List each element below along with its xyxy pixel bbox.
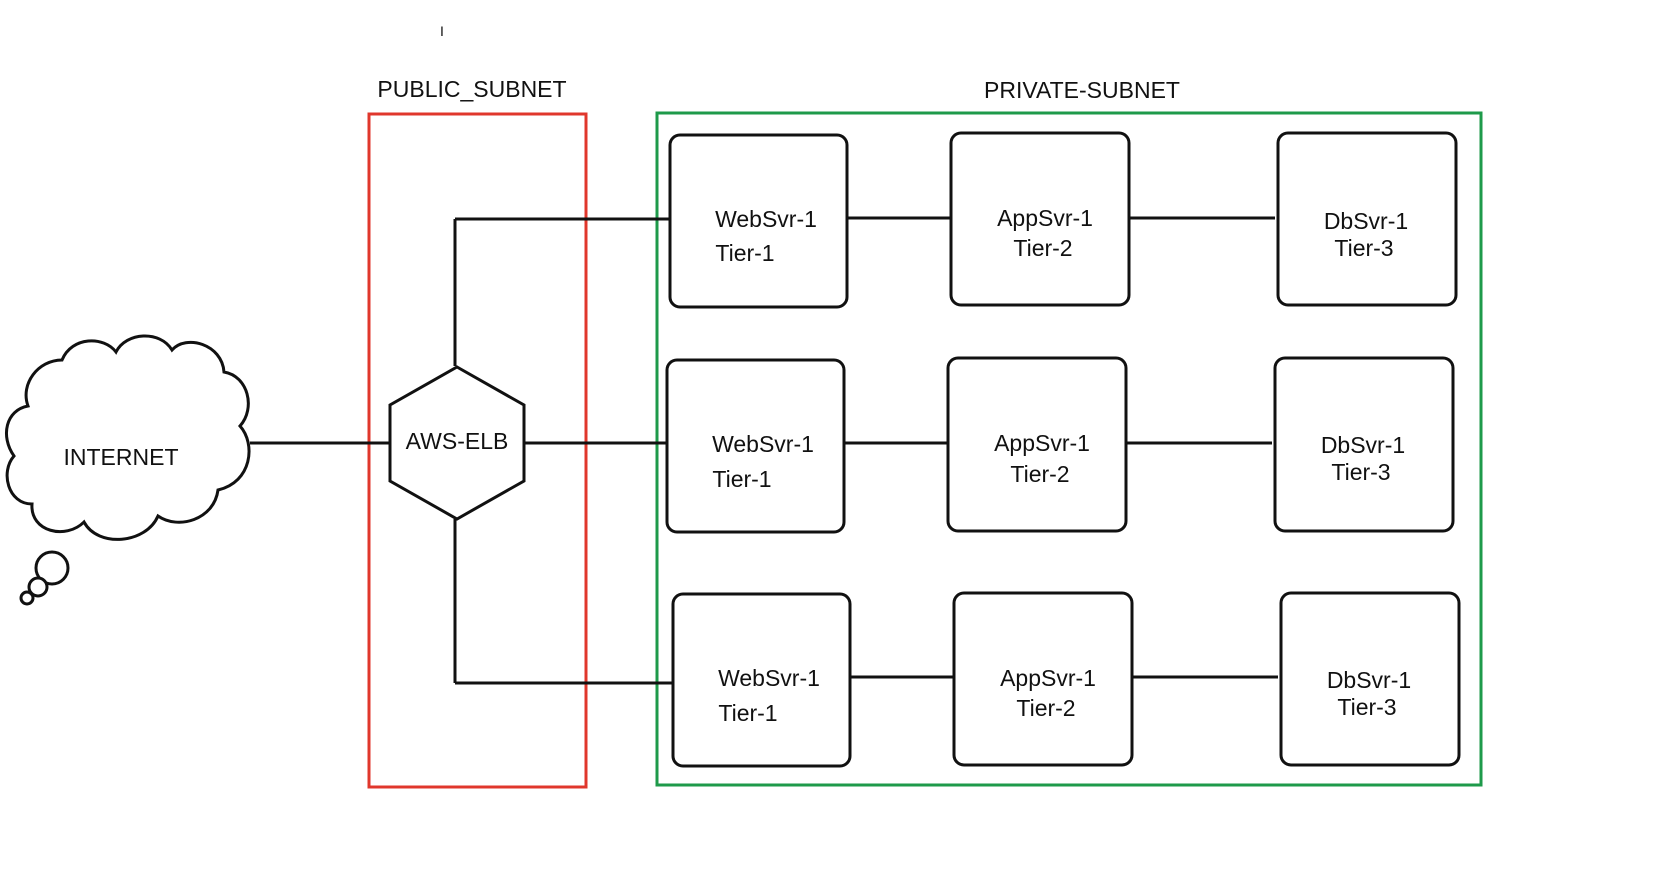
node-box (952, 591, 1134, 767)
node-name: WebSvr-1 (715, 206, 817, 232)
server-node-app-3: AppSvr-1 Tier-2 (952, 591, 1134, 767)
node-box (668, 133, 849, 309)
text-cursor-icon: I (440, 23, 444, 39)
node-name: DbSvr-1 (1324, 208, 1408, 234)
hexagon-icon (388, 365, 526, 521)
public-subnet-box (367, 112, 588, 789)
server-node-web-3: WebSvr-1 Tier-1 (671, 592, 852, 768)
node-tier: Tier-3 (1334, 235, 1393, 261)
internet-label: INTERNET (64, 444, 179, 470)
node-box (665, 358, 846, 534)
server-node-web-2: WebSvr-1 Tier-1 (665, 358, 846, 534)
node-name: AppSvr-1 (994, 430, 1090, 456)
node-name: DbSvr-1 (1321, 432, 1405, 458)
connector-lines (250, 216, 1278, 685)
node-tier: Tier-1 (718, 700, 777, 726)
node-tier: Tier-2 (1010, 461, 1069, 487)
public-subnet-label: PUBLIC_SUBNET (377, 76, 566, 102)
node-box (1279, 591, 1461, 767)
node-tier: Tier-2 (1016, 695, 1075, 721)
private-subnet-box (655, 111, 1483, 787)
cloud-icon (5, 334, 251, 606)
node-box (946, 356, 1128, 533)
server-node-web-1: WebSvr-1 Tier-1 (668, 133, 849, 309)
server-node-db-1: DbSvr-1 Tier-3 (1276, 131, 1458, 307)
node-name: WebSvr-1 (712, 431, 814, 457)
server-node-db-2: DbSvr-1 Tier-3 (1273, 356, 1455, 533)
node-name: WebSvr-1 (718, 665, 820, 691)
node-name: AppSvr-1 (1000, 665, 1096, 691)
server-node-app-2: AppSvr-1 Tier-2 (946, 356, 1128, 533)
node-box (1273, 356, 1455, 533)
node-box (671, 592, 852, 768)
node-box (949, 131, 1131, 307)
node-name: DbSvr-1 (1327, 667, 1411, 693)
server-node-app-1: AppSvr-1 Tier-2 (949, 131, 1131, 307)
node-tier: Tier-2 (1013, 235, 1072, 261)
node-tier: Tier-3 (1337, 694, 1396, 720)
node-tier: Tier-1 (712, 466, 771, 492)
private-subnet-label: PRIVATE-SUBNET (984, 77, 1180, 103)
node-box (1276, 131, 1458, 307)
node-tier: Tier-1 (715, 240, 774, 266)
elb-label: AWS-ELB (406, 428, 509, 454)
server-node-db-3: DbSvr-1 Tier-3 (1279, 591, 1461, 767)
node-name: AppSvr-1 (997, 205, 1093, 231)
node-tier: Tier-3 (1331, 459, 1390, 485)
